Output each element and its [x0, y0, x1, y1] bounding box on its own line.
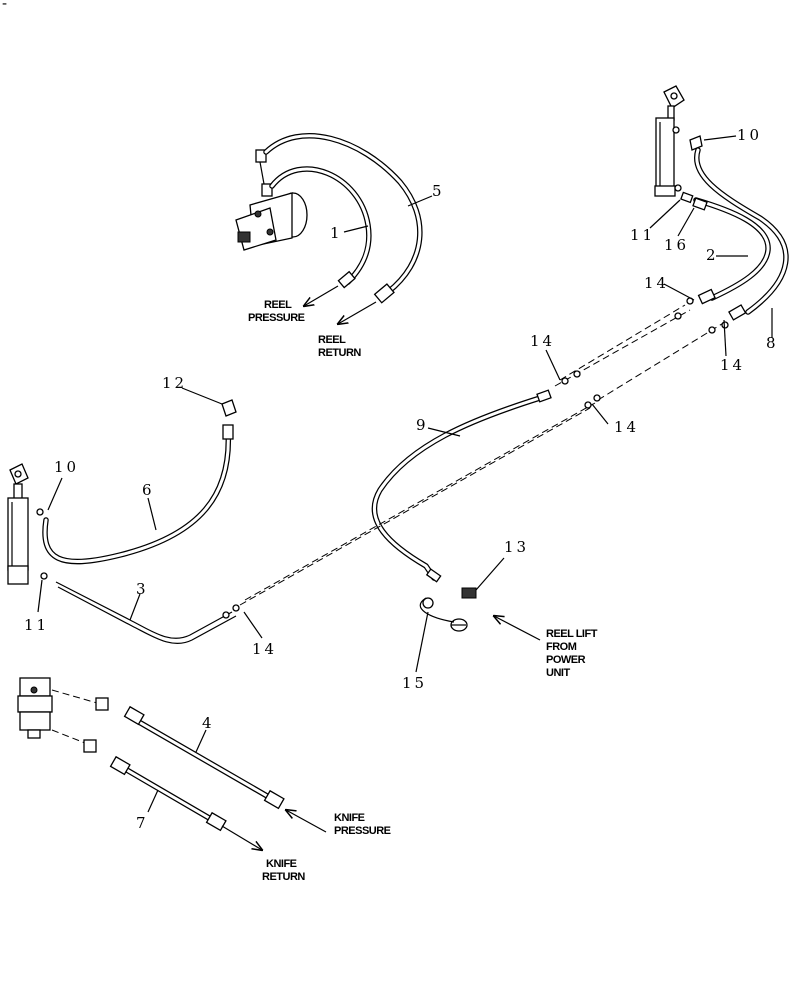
knife-return-label: KNIFE RETURN	[262, 858, 305, 883]
tee-12	[221, 399, 237, 417]
reel-lift-label: REEL LIFT FROM POWER UNIT	[546, 628, 599, 679]
hose-5	[263, 133, 423, 304]
reel-pressure-label: REEL PRESSURE	[248, 299, 305, 324]
hose-6	[42, 424, 234, 565]
hose-8	[693, 147, 789, 321]
callout-8: 8	[766, 334, 779, 352]
callout-10-left: 10	[54, 458, 79, 476]
dust-cap-15	[419, 597, 455, 623]
line-3	[55, 581, 240, 645]
flow-labels: REEL PRESSURE REEL RETURN REEL LIFT FROM…	[248, 299, 599, 883]
hose-2	[693, 197, 771, 305]
coupler-13	[450, 587, 477, 632]
right-lift-cylinder	[654, 85, 703, 197]
callout-4: 4	[202, 714, 215, 732]
knife-pressure-label: KNIFE PRESSURE	[334, 812, 391, 837]
callout-6: 6	[142, 481, 155, 499]
reel-return-label: REEL RETURN	[318, 334, 361, 359]
hose-9	[371, 389, 552, 583]
callout-9: 9	[416, 416, 429, 434]
callout-10-right: 10	[737, 126, 762, 144]
leader-lines	[37, 135, 773, 813]
callout-numbers: 1 5 10 11 16 2 14 8 14 14 14 9 12 6 10 3…	[24, 126, 779, 832]
flow-arrows	[221, 285, 541, 850]
callout-15: 15	[402, 674, 427, 692]
callout-13: 13	[504, 538, 529, 556]
callout-11-left: 11	[24, 616, 49, 634]
fitting-16	[680, 191, 708, 211]
callout-3: 3	[136, 580, 149, 598]
callout-11-right: 11	[630, 226, 655, 244]
knife-valve	[17, 677, 109, 753]
callout-14-right: 14	[720, 356, 745, 374]
steel-lines	[239, 297, 729, 606]
left-lift-cylinder	[7, 463, 48, 585]
callout-5: 5	[432, 182, 445, 200]
reel-motor	[235, 149, 308, 251]
callout-14-lower-middle: 14	[614, 418, 639, 436]
callout-14-left: 14	[252, 640, 277, 658]
hose-7	[109, 755, 227, 832]
hose-1	[269, 166, 372, 289]
hose-4	[123, 705, 285, 810]
callout-12: 12	[162, 374, 187, 392]
callout-16: 16	[664, 236, 689, 254]
callout-14-upper-right: 14	[644, 274, 669, 292]
corner-mark: -	[2, 0, 10, 12]
callout-1: 1	[330, 224, 343, 242]
callout-2: 2	[706, 246, 719, 264]
callout-14-middle: 14	[530, 332, 555, 350]
callout-7: 7	[136, 814, 149, 832]
